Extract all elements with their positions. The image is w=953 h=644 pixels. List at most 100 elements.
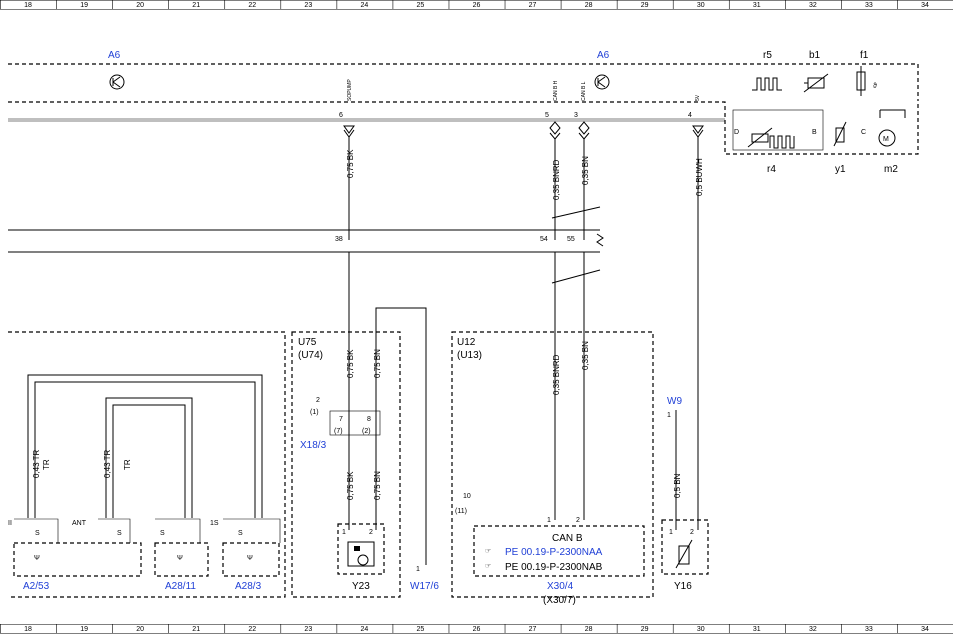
ruler-column-24: 24 <box>360 626 368 633</box>
ruler-column-32: 32 <box>809 2 817 9</box>
x18-pin-7-alt: (7) <box>334 428 343 435</box>
wire-tr1-label: 0,43 TR <box>32 449 41 478</box>
antenna-icon-3: Ψ <box>247 555 253 562</box>
wire-w17 <box>375 307 427 565</box>
ruler-column-24: 24 <box>360 2 368 9</box>
w17-label[interactable]: W17/6 <box>410 581 439 592</box>
antenna-wire-inner <box>105 397 193 518</box>
a6-right-label[interactable]: A6 <box>597 50 610 61</box>
wire-tr2b-label: TR <box>123 459 132 470</box>
y23-pin-1: 1 <box>342 529 346 536</box>
a28-3-label[interactable]: A28/3 <box>235 581 262 592</box>
f1-label: f1 <box>860 50 869 61</box>
a28-11-frame <box>154 542 209 577</box>
y16-frame <box>661 519 709 575</box>
transistor-icon-left <box>109 74 125 90</box>
ruler-column-30: 30 <box>697 2 705 9</box>
u13-label: (U13) <box>457 350 482 361</box>
hand-icon: ☞ <box>485 548 491 555</box>
u74-label: (U74) <box>298 350 323 361</box>
x18-pin-alt: (1) <box>310 409 319 416</box>
wire-bn5-label: 0,5 BN <box>673 473 682 498</box>
resistor-r4-icon <box>747 127 773 148</box>
x30-connector <box>473 525 645 577</box>
pe-link-1[interactable]: PE 00.19-P-2300NAA <box>505 547 603 558</box>
m2-connector <box>879 109 906 118</box>
x18-pin-8: 8 <box>367 416 371 423</box>
ruler-column-31: 31 <box>753 2 761 9</box>
ruler-column-30: 30 <box>697 626 705 633</box>
ruler-column-25: 25 <box>417 2 425 9</box>
antenna-icon-2: Ψ <box>177 555 183 562</box>
antenna-block-frame <box>8 331 286 598</box>
svg-text:4: 4 <box>688 112 692 119</box>
ruler-column-32: 32 <box>809 626 817 633</box>
label-s1: S <box>35 530 40 537</box>
transistor-icon-right <box>594 74 610 90</box>
ruler-column-23: 23 <box>304 626 312 633</box>
y16-pin-1: 1 <box>669 529 673 536</box>
block-d-label: D <box>734 129 739 136</box>
a6-left-label[interactable]: A6 <box>108 50 121 61</box>
w17-pin: 1 <box>416 566 420 573</box>
y16-pin-2: 2 <box>690 529 694 536</box>
ruler-column-22: 22 <box>248 626 256 633</box>
pin-3: 3 CAN B L <box>574 81 590 140</box>
ruler-column-27: 27 <box>529 2 537 9</box>
u75-label: U75 <box>298 337 317 348</box>
ruler-column-22: 22 <box>248 2 256 9</box>
svg-text:CAN B H: CAN B H <box>553 80 559 101</box>
x18-pin-7: 7 <box>339 416 343 423</box>
ruler-column-29: 29 <box>641 2 649 9</box>
ruler-column-20: 20 <box>136 2 144 9</box>
connector-lines <box>14 518 281 543</box>
w9-label[interactable]: W9 <box>667 396 682 407</box>
sensor-icon <box>803 73 829 93</box>
antenna-wire-outer <box>27 374 263 518</box>
wire-bk-label: 0,75 BK <box>346 149 355 178</box>
ruler-column-26: 26 <box>473 2 481 9</box>
pin-4: 4 5V <box>688 94 704 138</box>
y1-label: y1 <box>835 164 846 175</box>
m2-label: m2 <box>884 164 898 175</box>
ruler-column-20: 20 <box>136 626 144 633</box>
ruler-column-18: 18 <box>24 2 32 9</box>
ruler-column-21: 21 <box>192 626 200 633</box>
pe-link-2[interactable]: PE 00.19-P-2300NAB <box>505 562 603 573</box>
wire-bnrd-label: 0,35 BNRD <box>552 159 561 200</box>
x30-pin-1: 1 <box>547 517 551 524</box>
svg-text:5: 5 <box>545 112 549 119</box>
wire-bk2-label: 0,75 BK <box>346 349 355 378</box>
ruler-column-19: 19 <box>80 2 88 9</box>
ruler-column-31: 31 <box>753 626 761 633</box>
x18-pin: 2 <box>316 397 320 404</box>
wire-buwh-label: 0,5 BUWH <box>695 158 704 196</box>
x30-pin-10: 10 <box>463 493 471 500</box>
a2-53-label[interactable]: A2/53 <box>23 581 50 592</box>
x18-label[interactable]: X18/3 <box>300 440 327 451</box>
label-s4: S <box>238 530 243 537</box>
x30-pin-11: (11) <box>455 508 467 515</box>
valve-y16-icon <box>675 539 693 569</box>
ruler-column-34: 34 <box>921 626 929 633</box>
a6-module-frame <box>8 63 919 155</box>
ruler-column-29: 29 <box>641 626 649 633</box>
a28-11-label[interactable]: A28/11 <box>165 581 196 592</box>
u75-frame <box>291 331 401 598</box>
label-s3: S <box>160 530 165 537</box>
r4-label: r4 <box>767 164 776 175</box>
ruler-column-23: 23 <box>304 2 312 9</box>
b1-label: b1 <box>809 50 821 61</box>
label-1s: 1S <box>210 520 219 527</box>
ruler-column-21: 21 <box>192 2 200 9</box>
u12-label: U12 <box>457 337 476 348</box>
antenna-wire-inner-2 <box>112 404 186 518</box>
ruler-column-28: 28 <box>585 2 593 9</box>
heater-r4-icon <box>769 135 795 149</box>
x30-label[interactable]: X30/4 <box>547 581 574 592</box>
w9-pin: 1 <box>667 412 671 419</box>
y23-label: Y23 <box>352 581 370 592</box>
